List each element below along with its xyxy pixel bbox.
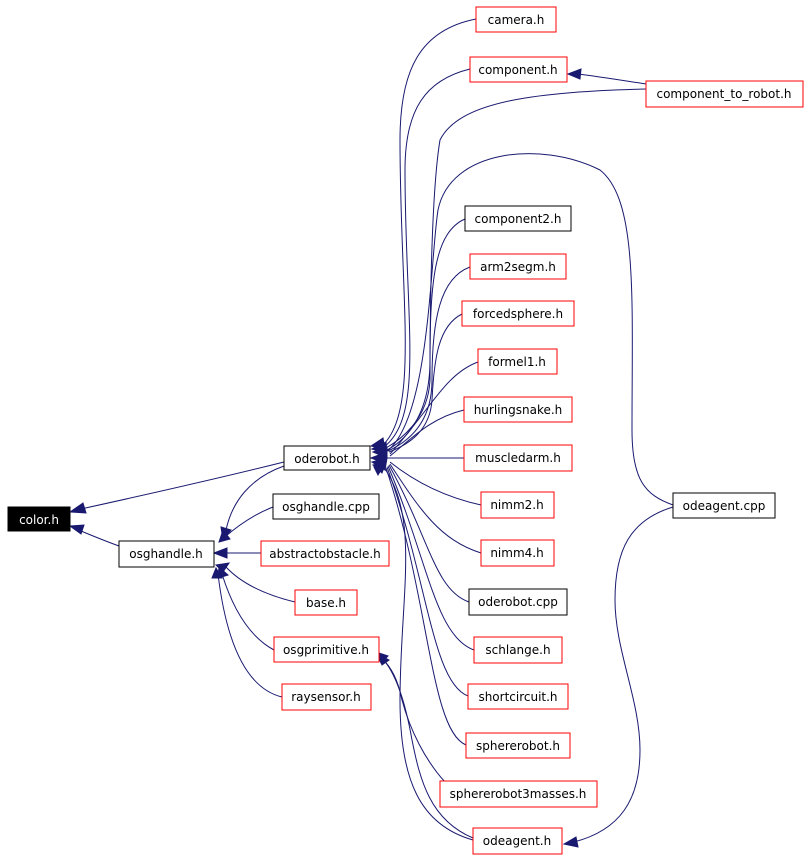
node-nimm2-h[interactable]: nimm2.h: [480, 491, 555, 519]
node-label: oderobot.h: [294, 452, 359, 466]
edge-formel1-to-oderobot: [389, 361, 479, 455]
node-component2-h[interactable]: component2.h: [464, 205, 572, 232]
node-component-to-robot-h[interactable]: component_to_robot.h: [645, 80, 804, 108]
node-label: nimm2.h: [490, 498, 543, 512]
arrowhead-odeagent-from-odeagent-cpp: [562, 836, 579, 848]
arrowhead-oderobot-cluster-bottom-c: [373, 464, 386, 477]
node-label: component_to_robot.h: [656, 87, 791, 101]
node-sphererobot-h[interactable]: sphererobot.h: [465, 732, 571, 759]
node-label: muscledarm.h: [475, 451, 561, 465]
node-formel1-h[interactable]: formel1.h: [477, 348, 558, 375]
edge-sphererobot3masses-to-osgprimitive: [379, 655, 446, 783]
node-schlange-h[interactable]: schlange.h: [473, 636, 563, 664]
node-label: color.h: [19, 513, 59, 527]
node-label: osgprimitive.h: [283, 643, 369, 657]
node-label: nimm4.h: [490, 546, 543, 560]
edge-sphererobot-to-oderobot: [385, 467, 467, 746]
arrowhead-osghandle-from-osghandle-cpp: [218, 528, 231, 543]
arrowhead-osghandle-from-raysensor: [211, 566, 223, 579]
nodes: color.h oderobot.h osghandle.h osghandle…: [7, 6, 804, 855]
edge-schlange-to-oderobot: [387, 465, 475, 651]
edges: [80, 18, 674, 843]
node-label: camera.h: [488, 13, 545, 27]
node-label: component2.h: [475, 212, 562, 226]
edge-camera-to-oderobot: [381, 18, 477, 447]
edge-osgprimitive-to-osghandle: [221, 573, 275, 651]
edge-component-to-robot-to-oderobot: [385, 88, 647, 449]
node-label: base.h: [306, 596, 346, 610]
edge-hurlingsnake-to-oderobot: [389, 409, 465, 457]
edge-oderobot-to-osghandle: [225, 465, 285, 531]
node-odeagent-h[interactable]: odeagent.h: [472, 827, 563, 855]
edge-component-to-robot-to-component: [577, 73, 647, 85]
node-muscledarm-h[interactable]: muscledarm.h: [463, 444, 573, 472]
node-forcedsphere-h[interactable]: forcedsphere.h: [461, 300, 575, 327]
edge-odeagent-cpp-to-oderobot: [385, 153, 674, 506]
node-label: forcedsphere.h: [473, 307, 563, 321]
node-label: shortcircuit.h: [478, 690, 557, 704]
node-label: arm2segm.h: [480, 260, 556, 274]
edge-forcedsphere-to-oderobot: [388, 313, 463, 453]
edge-raysensor-to-osghandle: [217, 573, 283, 698]
edge-nimm4-to-oderobot: [389, 463, 482, 554]
node-label: formel1.h: [488, 355, 546, 369]
node-oderobot-h[interactable]: oderobot.h: [283, 445, 371, 471]
node-arm2segm-h[interactable]: arm2segm.h: [469, 253, 567, 280]
edge-nimm2-to-oderobot: [389, 461, 482, 506]
edge-osghandle-to-color: [80, 530, 120, 547]
node-component-h[interactable]: component.h: [469, 56, 568, 83]
node-odeagent-cpp[interactable]: odeagent.cpp: [672, 492, 776, 519]
node-hurlingsnake-h[interactable]: hurlingsnake.h: [463, 396, 573, 423]
arrowhead-osghandle-from-abstractobstacle: [212, 547, 228, 559]
node-osghandle-cpp[interactable]: osghandle.cpp: [272, 493, 380, 520]
edge-odeagent-h-to-oderobot: [384, 468, 474, 841]
node-color-h[interactable]: color.h: [7, 506, 71, 532]
edge-odeagent-cpp-to-odeagent-h: [573, 506, 674, 843]
node-label: sphererobot3masses.h: [450, 787, 587, 801]
arrowhead-color-from-oderobot: [68, 502, 87, 514]
arrowheads: [68, 68, 582, 848]
node-oderobot-cpp[interactable]: oderobot.cpp: [468, 588, 568, 616]
node-camera-h[interactable]: camera.h: [475, 6, 557, 33]
edge-oderobot-to-color: [80, 461, 285, 510]
edge-base-to-osghandle: [225, 566, 296, 603]
node-label: component.h: [478, 63, 557, 77]
node-label: oderobot.cpp: [478, 595, 558, 609]
node-label: hurlingsnake.h: [474, 403, 563, 417]
node-label: osghandle.h: [129, 547, 203, 561]
node-label: schlange.h: [485, 643, 550, 657]
edge-odeagent-h-to-osgprimitive: [381, 657, 474, 839]
node-base-h[interactable]: base.h: [294, 589, 358, 616]
node-abstractobstacle-h[interactable]: abstractobstacle.h: [260, 540, 390, 567]
node-nimm4-h[interactable]: nimm4.h: [480, 539, 555, 567]
node-label: odeagent.h: [483, 834, 551, 848]
node-shortcircuit-h[interactable]: shortcircuit.h: [467, 683, 569, 710]
edge-osghandle-cpp-to-osghandle: [225, 506, 274, 537]
node-sphererobot3masses-h[interactable]: sphererobot3masses.h: [439, 780, 598, 808]
node-label: raysensor.h: [291, 690, 360, 704]
node-label: odeagent.cpp: [683, 499, 766, 513]
arrowhead-osgprimitive-from-odeagent: [377, 652, 390, 666]
arrowhead-color-from-osghandle: [68, 524, 85, 535]
edge-component-to-oderobot: [383, 68, 471, 448]
node-label: abstractobstacle.h: [269, 547, 381, 561]
node-label: sphererobot.h: [476, 739, 560, 753]
edge-arm2segm-to-oderobot: [387, 266, 471, 452]
node-label: osghandle.cpp: [282, 500, 370, 514]
node-osgprimitive-h[interactable]: osgprimitive.h: [273, 636, 380, 663]
edge-oderobot-cpp-to-oderobot: [388, 464, 470, 603]
arrowhead-component-from-component-to-robot: [566, 68, 582, 80]
node-osghandle-h[interactable]: osghandle.h: [118, 540, 215, 568]
node-raysensor-h[interactable]: raysensor.h: [281, 683, 372, 711]
